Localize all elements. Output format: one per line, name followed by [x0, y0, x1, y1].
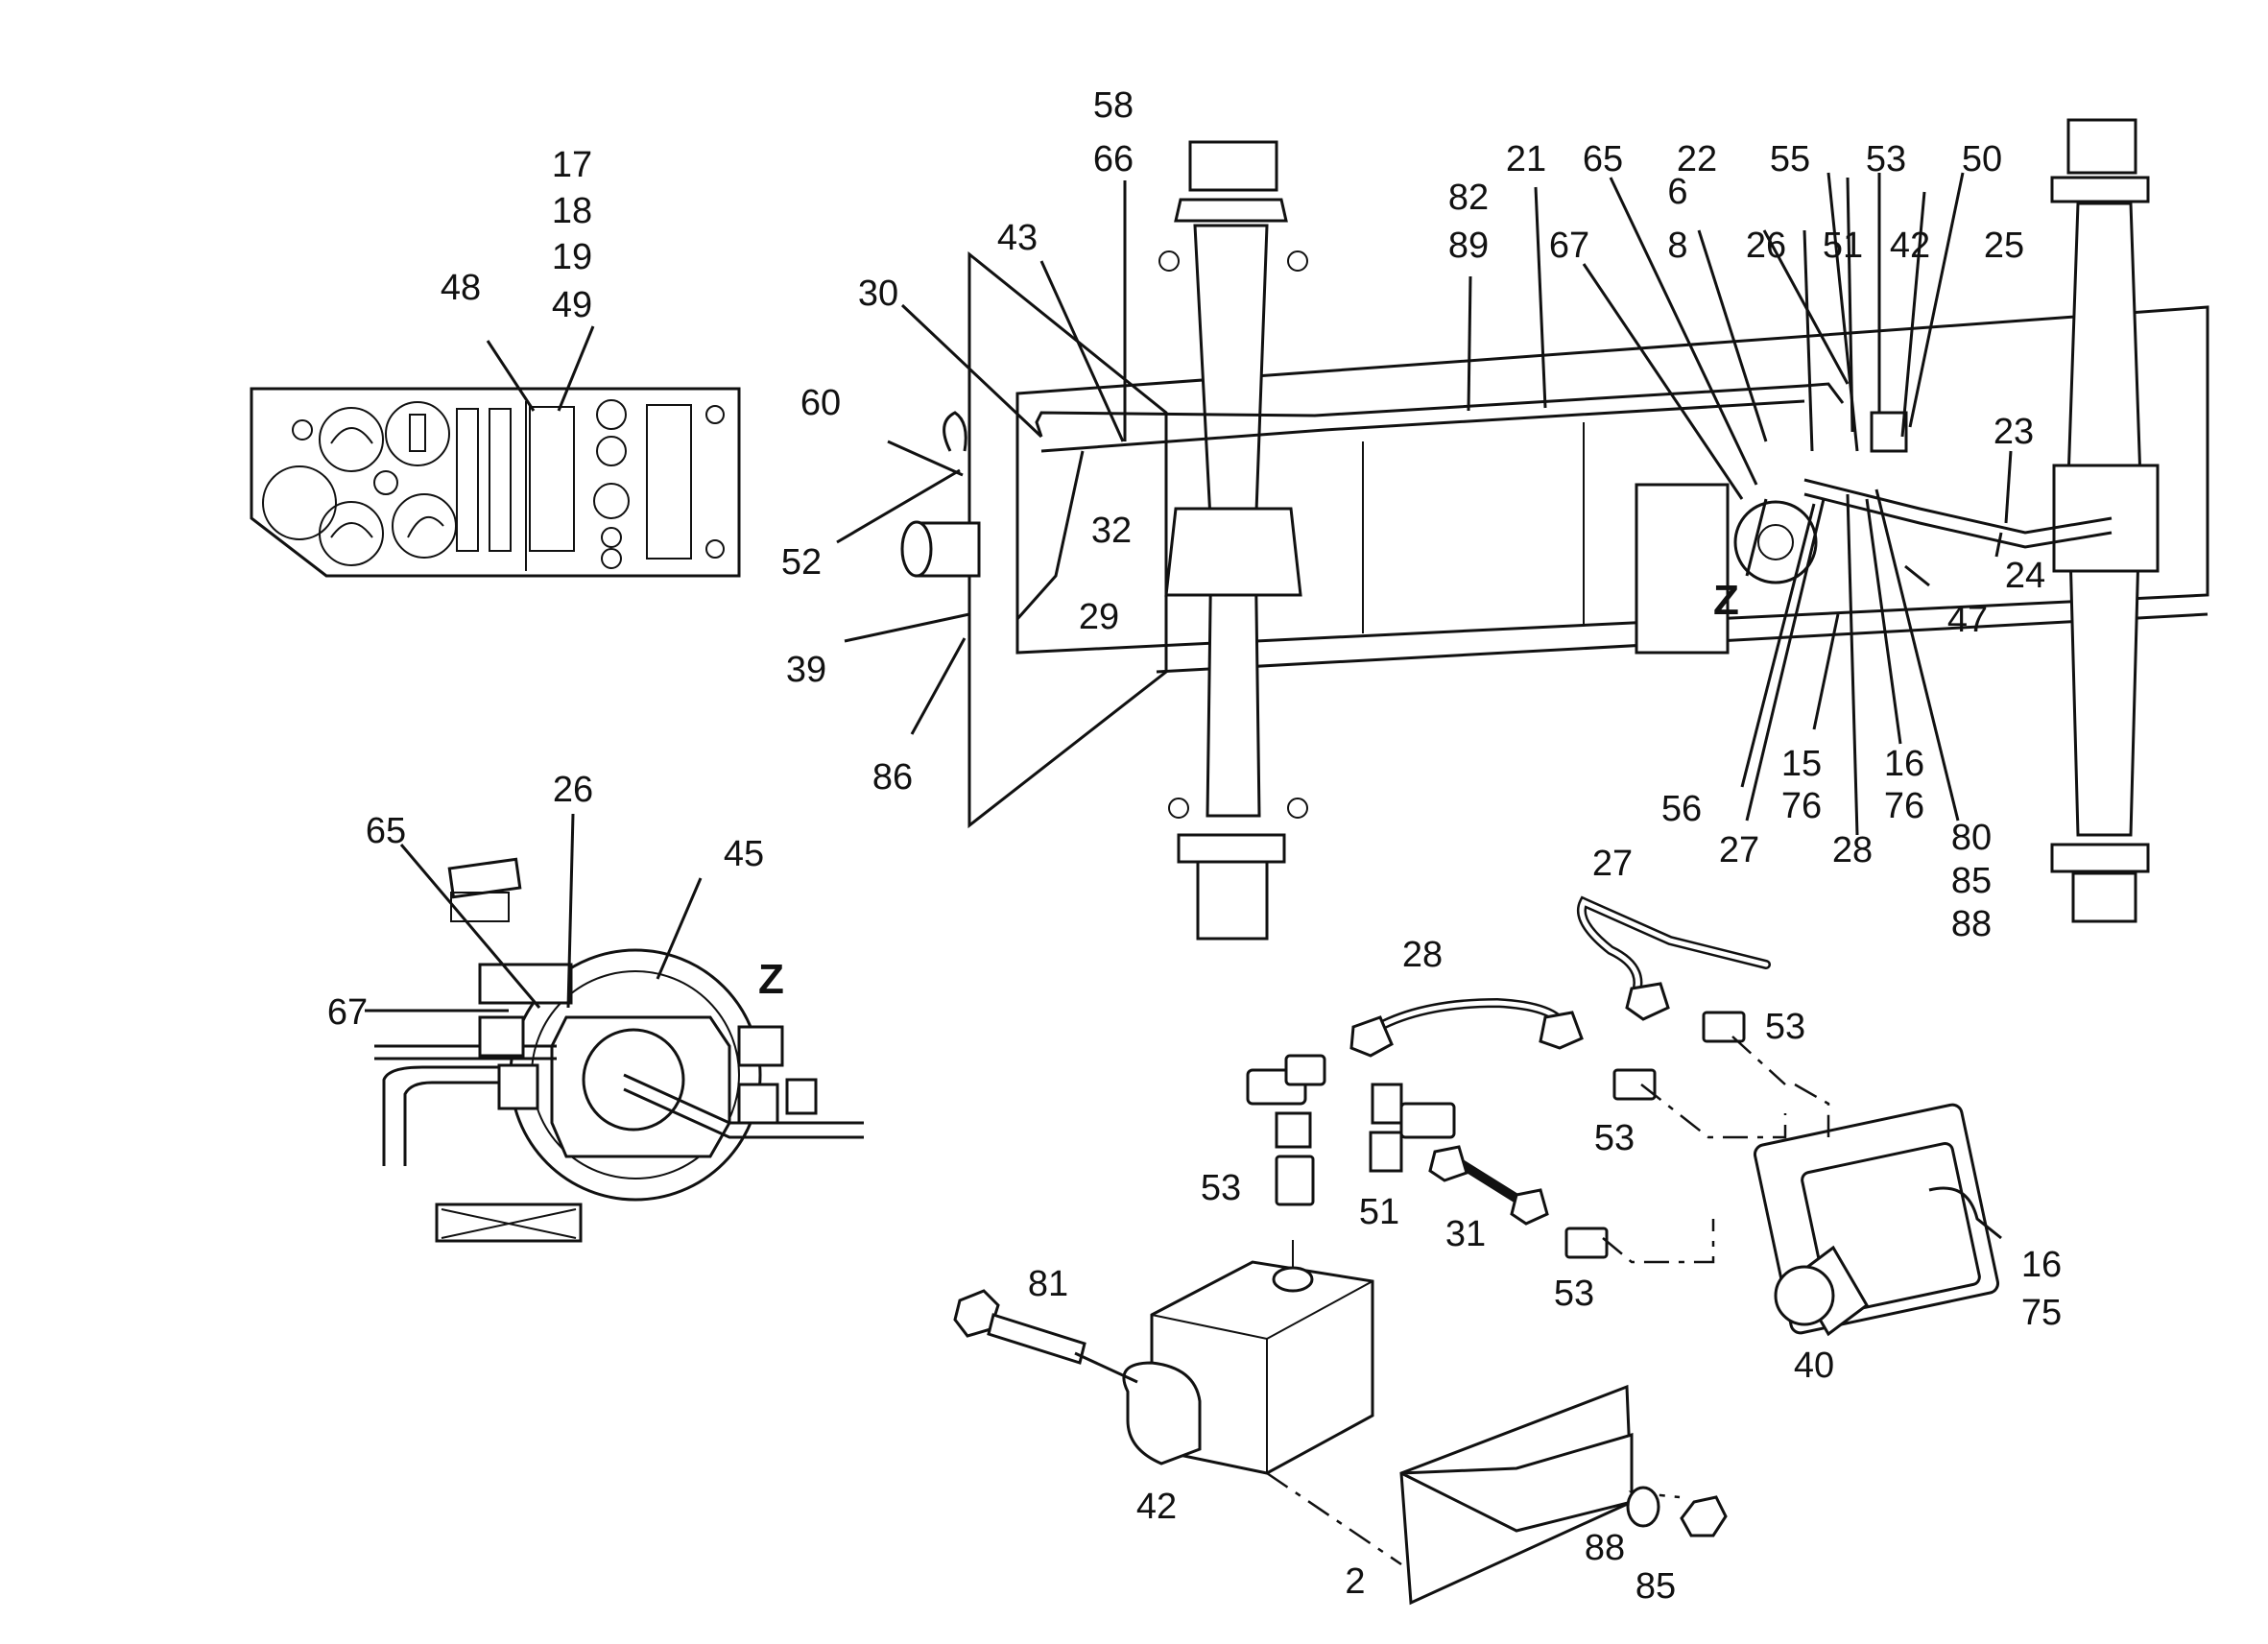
callout-85-exploded: 85	[1635, 1566, 1676, 1607]
callout-65: 65	[1583, 139, 1623, 179]
callout-76-a: 76	[1781, 786, 1822, 826]
exploded-view: 27 28 53 53 53 51 31 53 81 42 40 16 75 2…	[953, 844, 2062, 1607]
callout-21: 21	[1506, 139, 1546, 179]
callout-42-exploded: 42	[1136, 1487, 1177, 1527]
chassis-view: Z 58 66 43 30 60 52 32 29 39 86 82 89 21…	[781, 85, 2209, 944]
callout-51-exploded: 51	[1359, 1192, 1399, 1232]
callout-17: 17	[552, 145, 592, 185]
callout-16-chassis: 16	[1884, 744, 1924, 784]
callout-40: 40	[1794, 1346, 1834, 1386]
callout-8: 8	[1667, 226, 1687, 266]
callout-85-chassis: 85	[1951, 861, 1992, 901]
callout-27-exploded: 27	[1592, 844, 1633, 884]
callout-16-exploded: 16	[2021, 1245, 2062, 1285]
callout-53-exploded-c: 53	[1201, 1168, 1241, 1208]
callout-48: 48	[441, 268, 481, 308]
callout-76-b: 76	[1884, 786, 1924, 826]
callout-82: 82	[1448, 178, 1489, 218]
callout-67-detail: 67	[327, 992, 368, 1033]
callout-45: 45	[724, 834, 764, 874]
callout-42-chassis: 42	[1890, 226, 1930, 266]
callout-53-exploded-b: 53	[1594, 1118, 1635, 1158]
callout-66: 66	[1093, 139, 1134, 179]
callout-22: 22	[1677, 139, 1717, 179]
callout-80: 80	[1951, 818, 1992, 858]
callout-60: 60	[800, 383, 841, 423]
detail-z-marker: Z	[758, 956, 784, 1003]
callout-58: 58	[1093, 85, 1134, 126]
callout-19: 19	[552, 237, 592, 277]
callout-49: 49	[552, 285, 592, 325]
callout-55: 55	[1770, 139, 1810, 179]
callout-81: 81	[1028, 1264, 1068, 1304]
dashboard-view: 17 18 19 49 48	[250, 145, 741, 578]
callout-29: 29	[1079, 597, 1119, 637]
callout-24: 24	[2005, 556, 2045, 596]
callout-18: 18	[552, 191, 592, 231]
callout-27-chassis: 27	[1719, 830, 1759, 870]
callout-88-exploded: 88	[1585, 1528, 1625, 1568]
callout-26: 26	[1746, 226, 1786, 266]
callout-31: 31	[1445, 1214, 1486, 1254]
callout-28-chassis: 28	[1832, 830, 1873, 870]
callout-65-detail: 65	[366, 811, 406, 851]
callout-28-exploded: 28	[1402, 935, 1443, 975]
callout-32: 32	[1091, 511, 1132, 551]
callout-51: 51	[1823, 226, 1863, 266]
callout-56: 56	[1661, 789, 1702, 829]
callout-75: 75	[2021, 1293, 2062, 1333]
callout-30: 30	[858, 274, 898, 314]
callout-47: 47	[1947, 600, 1988, 640]
callout-86: 86	[872, 757, 913, 798]
callout-89: 89	[1448, 226, 1489, 266]
callout-2: 2	[1345, 1561, 1365, 1602]
callout-50: 50	[1962, 139, 2002, 179]
callout-53-exploded-d: 53	[1554, 1274, 1594, 1314]
callout-15: 15	[1781, 744, 1822, 784]
callout-43: 43	[997, 218, 1038, 258]
callout-25: 25	[1984, 226, 2024, 266]
callout-52: 52	[781, 542, 822, 583]
callout-26-detail: 26	[553, 770, 593, 810]
callout-39: 39	[786, 650, 826, 690]
callout-23: 23	[1993, 412, 2034, 452]
detail-z-view: Z 26 65 45 67	[327, 770, 864, 1243]
callout-88-chassis: 88	[1951, 904, 1992, 944]
callout-67-chassis: 67	[1549, 226, 1589, 266]
callout-53-exploded-a: 53	[1765, 1007, 1805, 1047]
callout-6: 6	[1667, 172, 1687, 212]
chassis-z-marker: Z	[1713, 577, 1739, 624]
callout-53-chassis: 53	[1866, 139, 1906, 179]
